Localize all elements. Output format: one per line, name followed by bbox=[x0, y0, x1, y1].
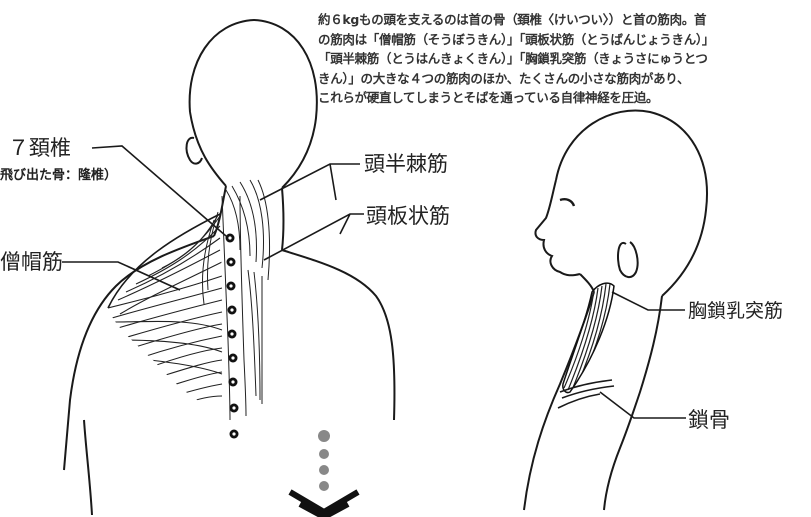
description-line: の筋肉は「僧帽筋（そうぼうきん）」「頭板状筋（とうばんじょうきん）」 bbox=[318, 30, 804, 50]
leader-clavicle bbox=[600, 392, 686, 418]
label-sternocleidomastoid: 胸鎖乳突筋 bbox=[688, 296, 783, 323]
label-c7-vertebra: ７頚椎 bbox=[8, 132, 71, 162]
leader-scm bbox=[612, 292, 685, 310]
clavicle-bone bbox=[558, 380, 614, 408]
leader-semispinalis bbox=[260, 164, 360, 200]
label-semispinalis-capitis: 頭半棘筋 bbox=[364, 148, 448, 178]
label-trapezius: 僧帽筋 bbox=[0, 246, 63, 276]
label-splenius-capitis: 頭板状筋 bbox=[366, 200, 450, 230]
description-line: これらが硬直してしまうとそばを通っている自律神経を圧迫。 bbox=[318, 88, 804, 108]
leader-splenius bbox=[264, 214, 364, 260]
back-right-shoulder bbox=[282, 250, 394, 420]
description-line: 約６kgもの頭を支えるのは首の骨（頚椎〈けいつい〉）と首の筋肉。首 bbox=[318, 10, 804, 30]
description-line: きん）」の大きな４つの筋肉のほか、たくさんの小さな筋肉があり、 bbox=[318, 69, 804, 89]
side-ear bbox=[618, 242, 638, 277]
trapezius-muscle bbox=[108, 208, 222, 404]
description-line: 「頭半棘筋（とうはんきょくきん）」「胸鎖乳突筋（きょうさにゅうとつ bbox=[318, 49, 804, 69]
sternocleidomastoid-muscle bbox=[564, 284, 614, 390]
back-left-ear bbox=[187, 138, 202, 164]
side-head-outline bbox=[556, 110, 707, 296]
leader-lines bbox=[62, 146, 686, 418]
label-c7-note: 飛び出た骨：隆椎） bbox=[0, 164, 117, 183]
down-arrow-indicator bbox=[290, 430, 358, 517]
label-clavicle: 鎖骨 bbox=[688, 404, 730, 434]
description-text: 約６kgもの頭を支えるのは首の骨（頚椎〈けいつい〉）と首の筋肉。首 の筋肉は「僧… bbox=[318, 10, 804, 108]
side-eye bbox=[560, 199, 574, 206]
